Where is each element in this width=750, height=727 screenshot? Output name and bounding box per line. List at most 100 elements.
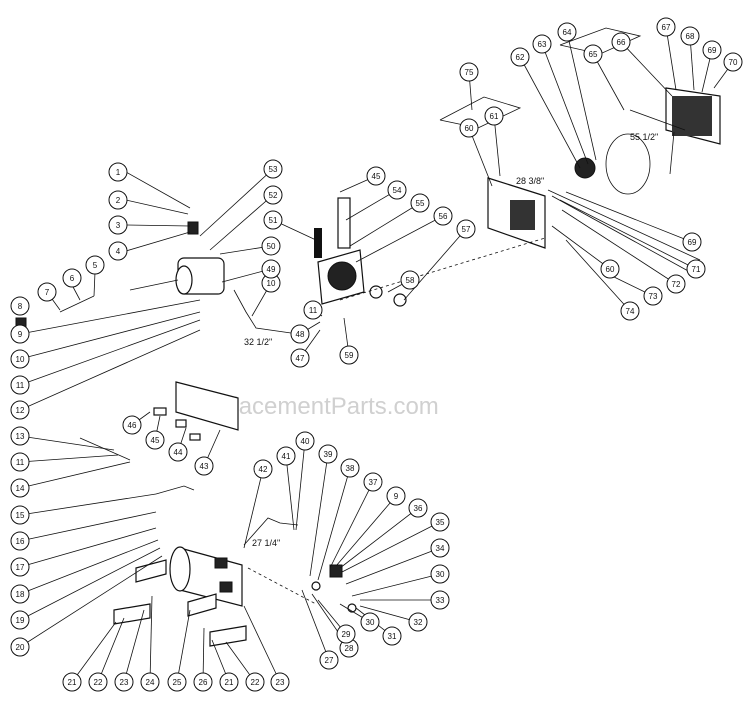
callout-number: 11 (16, 381, 25, 390)
callout-number: 10 (267, 279, 276, 288)
callout-48: 48 (290, 324, 310, 344)
callout-47: 47 (290, 348, 310, 368)
callout-circle (702, 40, 722, 60)
callout-number: 43 (200, 462, 209, 471)
callout-30: 30 (430, 564, 450, 584)
callout-circle (219, 672, 239, 692)
callout-8: 8 (10, 296, 30, 316)
callout-circle (290, 348, 310, 368)
callout-number: 45 (151, 436, 160, 445)
callout-circle (10, 637, 30, 657)
guard-bracket-60 (439, 96, 522, 129)
callout-26: 26 (193, 672, 213, 692)
callout-number: 13 (16, 432, 25, 441)
callout-9: 9 (10, 324, 30, 344)
callout-number: 45 (372, 172, 381, 181)
callout-33: 33 (430, 590, 450, 610)
fitting-59b (393, 293, 407, 307)
callout-circle (10, 324, 30, 344)
callout-circle (295, 431, 315, 451)
callout-61: 61 (484, 106, 504, 126)
callout-number: 60 (465, 124, 474, 133)
callout-69: 69 (682, 232, 702, 252)
callout-11: 11 (303, 300, 323, 320)
callout-15: 15 (10, 505, 30, 525)
callout-number: 70 (729, 58, 738, 67)
callout-10: 10 (10, 349, 30, 369)
callout-number: 17 (16, 563, 25, 572)
motor-group: 32 1/2" (15, 221, 322, 347)
callout-circle (114, 672, 134, 692)
tank-end (169, 546, 191, 592)
callout-circle (10, 531, 30, 551)
callout-55: 55 (410, 193, 430, 213)
callout-circle (680, 26, 700, 46)
callout-number: 55 (416, 199, 425, 208)
callout-number: 59 (345, 351, 354, 360)
callout-number: 54 (393, 186, 402, 195)
callout-circle (10, 296, 30, 316)
callout-35: 35 (430, 512, 450, 532)
callout-circle (263, 159, 283, 179)
callout-circle (410, 193, 430, 213)
callout-73: 73 (643, 286, 663, 306)
callout-circle (253, 459, 273, 479)
callout-9: 9 (386, 486, 406, 506)
callout-24: 24 (140, 672, 160, 692)
callout-12: 12 (10, 400, 30, 420)
callout-circle (261, 236, 281, 256)
callout-number: 56 (439, 212, 448, 221)
callout-number: 20 (16, 643, 25, 652)
callout-number: 35 (436, 518, 445, 527)
callout-number: 61 (490, 112, 499, 121)
tank-foot-right (209, 625, 247, 647)
guard-vent-grille (510, 200, 535, 230)
callout-7: 7 (37, 282, 57, 302)
callout-circle (10, 557, 30, 577)
callout-circle (62, 672, 82, 692)
callout-number: 8 (18, 302, 23, 311)
callout-72: 72 (666, 274, 686, 294)
callout-number: 62 (516, 53, 525, 62)
callout-number: 49 (267, 265, 276, 274)
callout-number: 14 (16, 484, 25, 493)
callout-19: 19 (10, 610, 30, 630)
callout-number: 4 (116, 247, 121, 256)
callout-number: 30 (436, 570, 445, 579)
callout-number: 72 (672, 280, 681, 289)
callout-25: 25 (167, 672, 187, 692)
callout-45: 45 (366, 166, 386, 186)
intake-filter (337, 197, 351, 249)
callout-number: 27 (325, 656, 334, 665)
callout-circle (430, 512, 450, 532)
callout-75: 75 (459, 62, 479, 82)
callout-circle (600, 259, 620, 279)
callout-number: 15 (16, 511, 25, 520)
callout-62: 62 (510, 47, 530, 67)
callout-circle (430, 590, 450, 610)
callout-circle (37, 282, 57, 302)
callout-65: 65 (583, 44, 603, 64)
callout-number: 9 (394, 492, 399, 501)
pressure-switch (187, 221, 199, 235)
callout-circle (723, 52, 743, 72)
callout-number: 48 (296, 330, 305, 339)
callout-37: 37 (363, 472, 383, 492)
callout-number: 23 (276, 678, 285, 687)
callout-number: 3 (116, 221, 121, 230)
callout-60: 60 (459, 118, 479, 138)
callout-71: 71 (686, 259, 706, 279)
callout-44: 44 (168, 442, 188, 462)
callout-38: 38 (340, 458, 360, 478)
callout-number: 7 (45, 288, 50, 297)
callout-number: 22 (94, 678, 103, 687)
callout-circle (263, 210, 283, 230)
callout-circle (108, 241, 128, 261)
callout-circle (408, 612, 428, 632)
callout-20: 20 (10, 637, 30, 657)
callout-circle (194, 456, 214, 476)
callout-circle (167, 672, 187, 692)
callout-5: 5 (85, 255, 105, 275)
callout-number: 74 (626, 307, 635, 316)
